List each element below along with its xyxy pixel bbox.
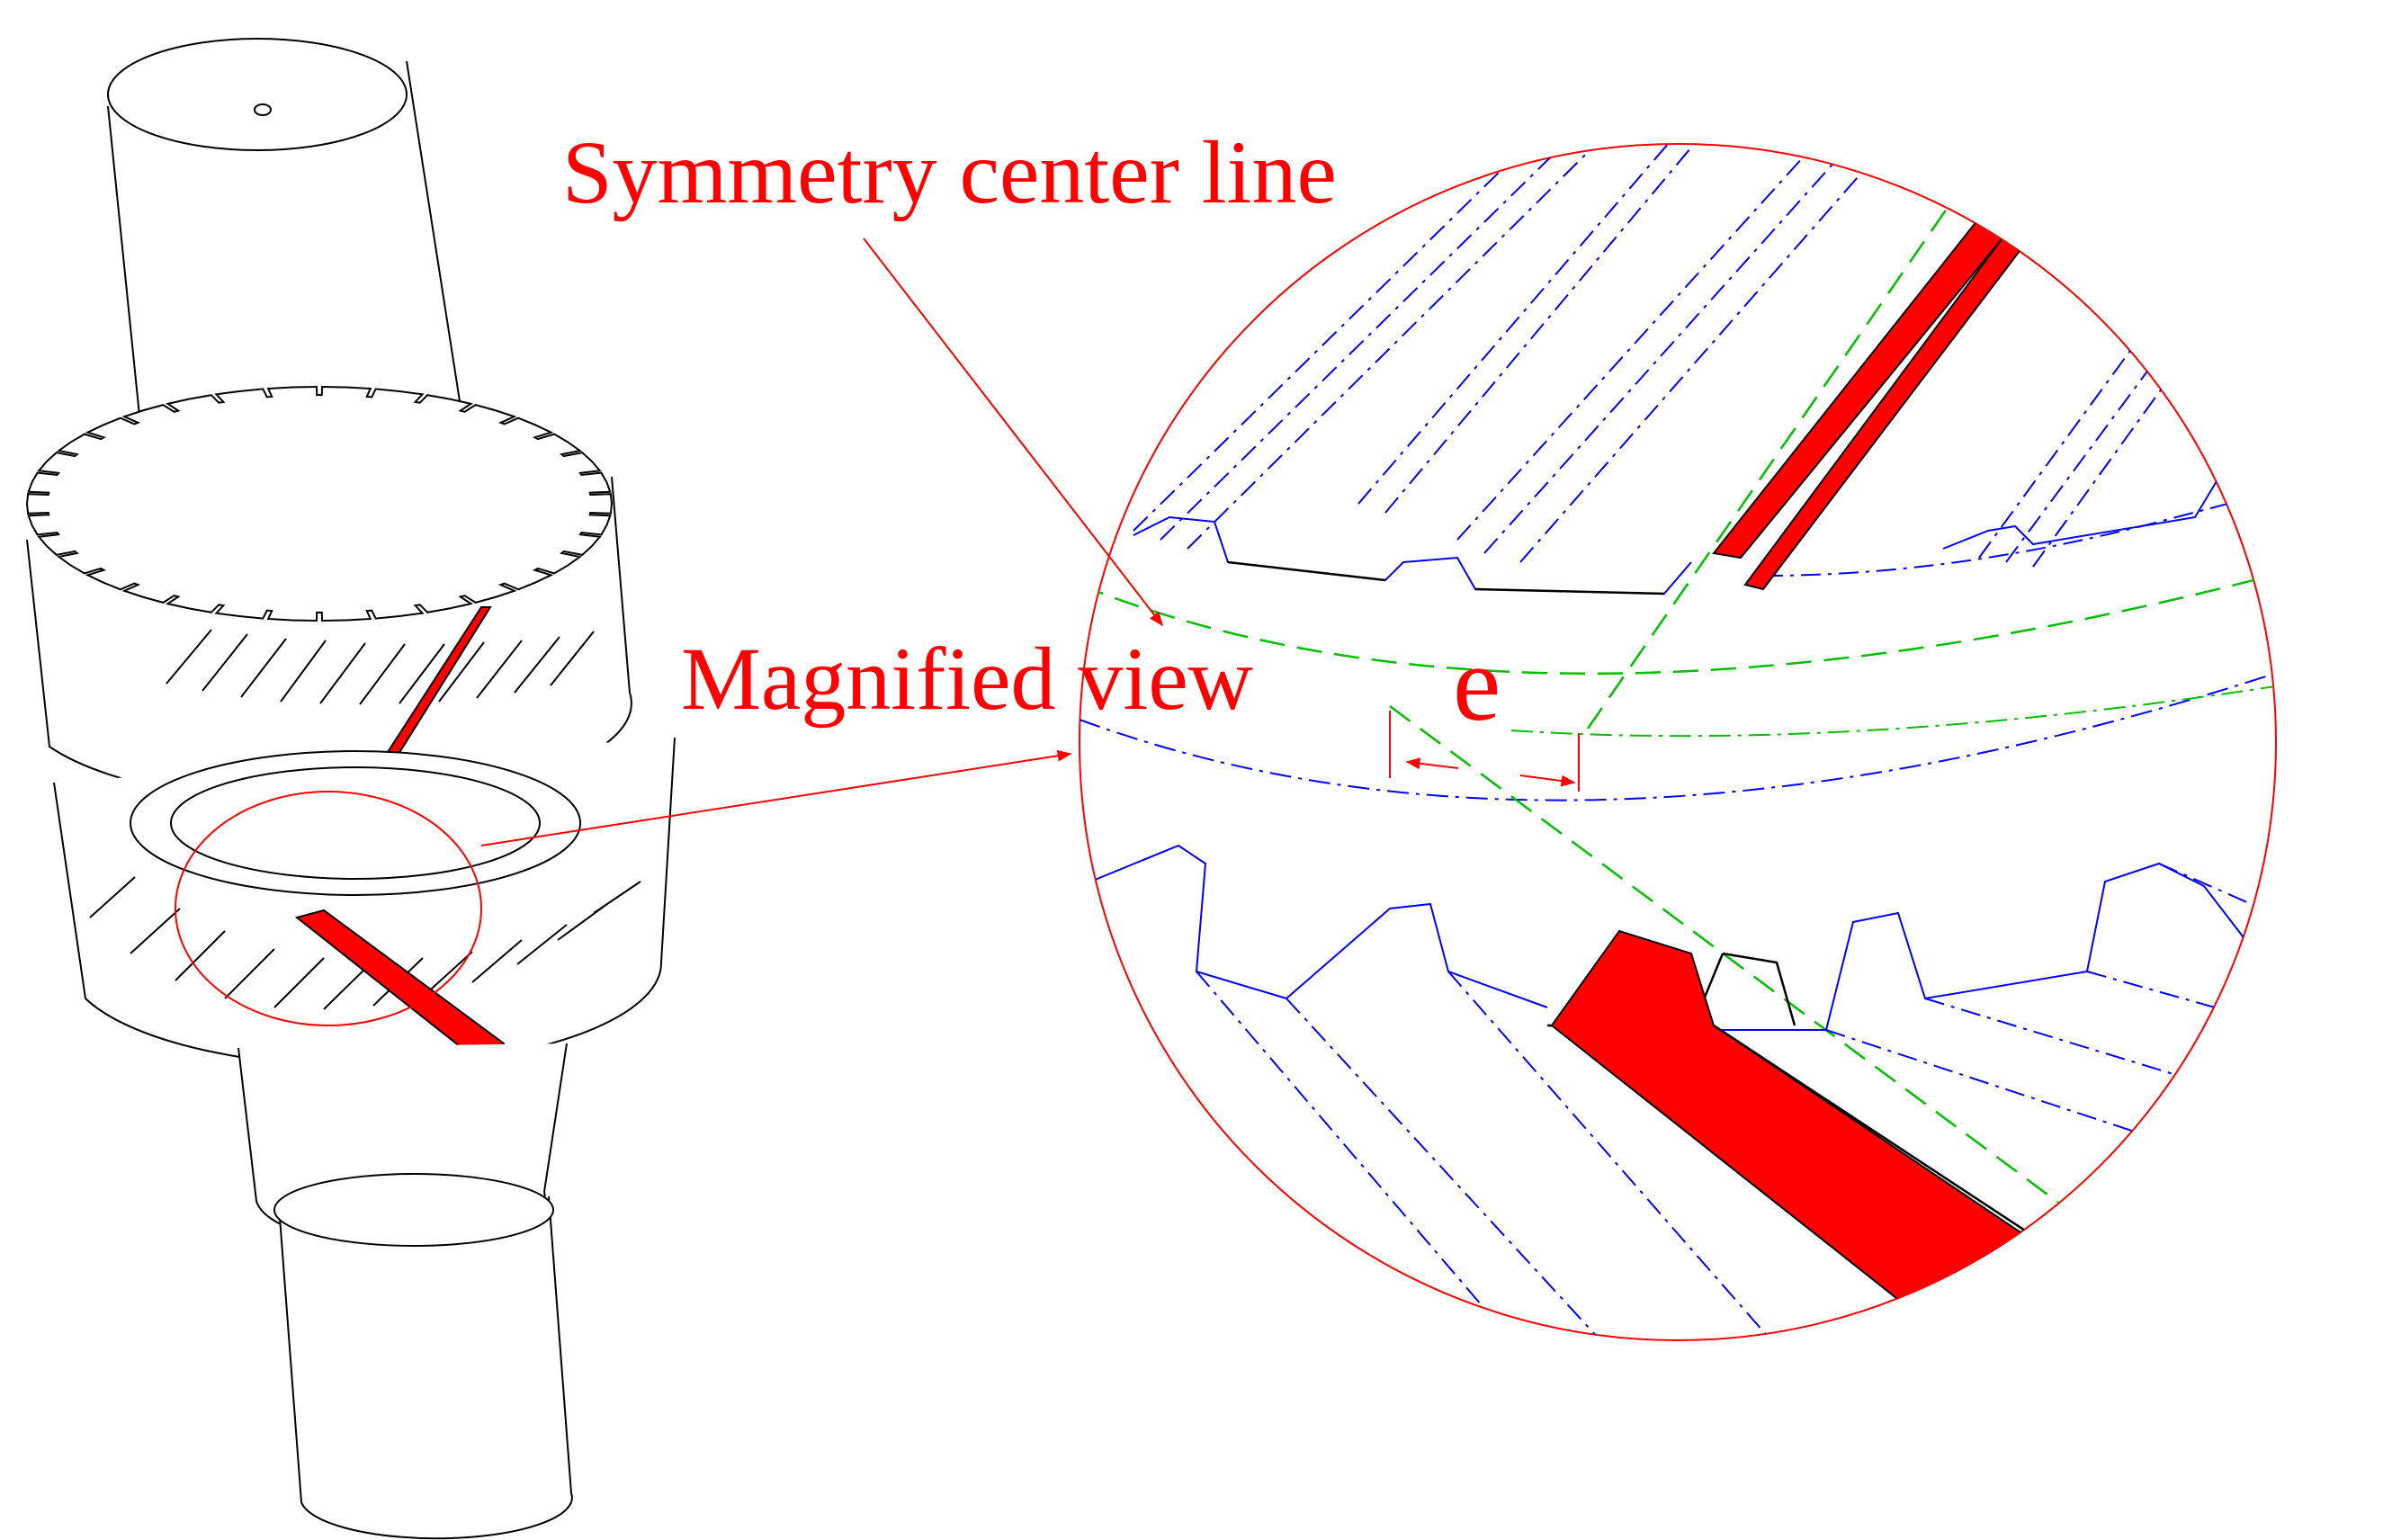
symmetry-leader-arrow — [863, 237, 1163, 627]
pitch-circle-lower — [1080, 629, 2276, 801]
magnified-view-label: Magnified view — [681, 629, 1253, 729]
offset-e-label: e — [1453, 623, 1501, 743]
highlighted-tooth-magnified-lower — [1550, 929, 2089, 1340]
offset-dimension — [1389, 711, 1580, 792]
gear-shaft-drawing — [25, 38, 676, 1540]
upper-helical-gear — [25, 385, 632, 825]
magnified-region-marker — [175, 791, 482, 1026]
symmetry-line-lower — [1389, 704, 2160, 1279]
pitch-circle-upper — [1080, 538, 2276, 676]
upper-teeth-hidden-lines — [1133, 144, 2276, 577]
magnified-leader-arrow — [480, 749, 1072, 846]
symmetry-center-line-label: Symmetry center line — [562, 122, 1337, 222]
highlighted-tooth-lower — [294, 909, 506, 1072]
lower-teeth-hidden-lines — [1196, 863, 2276, 1340]
lower-helical-gear — [53, 737, 676, 1072]
annotation-leaders — [480, 237, 1163, 846]
magnified-view-circle — [1079, 143, 2277, 1341]
lower-shaft — [237, 1043, 573, 1540]
symmetry-line-upper — [1586, 161, 1981, 730]
